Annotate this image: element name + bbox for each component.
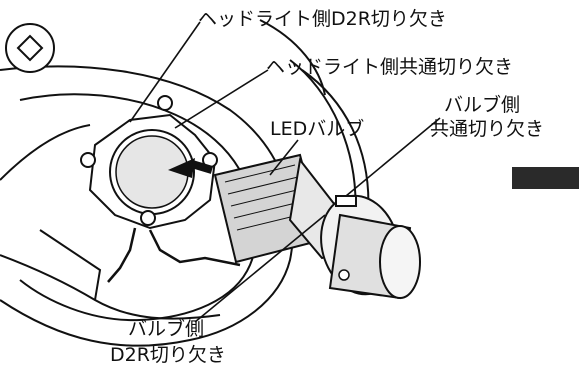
leader-led-bulb <box>269 139 299 176</box>
label-led-bulb: LEDバルブ <box>270 118 365 140</box>
leader-lines <box>129 21 441 323</box>
bulb-common-tab <box>335 195 357 207</box>
insert-arrow-shaft <box>190 160 214 174</box>
leader-bulb-d2r <box>194 214 326 323</box>
mount-screw-left <box>80 152 96 168</box>
label-bulb-side-d2r-line2: D2R切り欠き <box>110 344 226 366</box>
right-edge-tab <box>512 167 579 189</box>
housing-edge-line <box>0 124 91 181</box>
heatsink-fins <box>224 164 308 231</box>
housing-lower-line <box>0 254 221 320</box>
label-bulb-side-d2r-line1: バルブ側 <box>128 318 205 340</box>
housing-top-line <box>259 19 326 96</box>
reflector-line-2 <box>301 69 370 216</box>
bulb-connector-end <box>379 225 421 299</box>
bracket-line <box>39 229 102 301</box>
leader-headlight-common <box>174 69 269 129</box>
screw-top-left <box>5 23 55 73</box>
mount-screw-bottom <box>140 210 156 226</box>
label-headlight-common-notch: ヘッドライト側共通切り欠き <box>266 56 514 78</box>
insert-direction-arrow <box>168 158 195 178</box>
harness-wires <box>107 227 241 283</box>
leader-headlight-d2r <box>129 21 201 123</box>
socket-mount <box>80 95 218 230</box>
label-headlight-d2r-notch: ヘッドライト側D2R切り欠き <box>198 8 447 30</box>
label-bulb-side-common-line1: バルブ側 <box>444 94 521 116</box>
housing-outline <box>0 19 370 347</box>
led-bulb <box>213 153 421 300</box>
label-bulb-side-common-line2: 共通切り欠き <box>430 118 545 140</box>
bulb-base-screw <box>338 269 350 281</box>
mount-screw-top <box>157 95 173 111</box>
housing-outer-curve <box>0 65 294 347</box>
leader-bulb-common <box>345 117 441 197</box>
